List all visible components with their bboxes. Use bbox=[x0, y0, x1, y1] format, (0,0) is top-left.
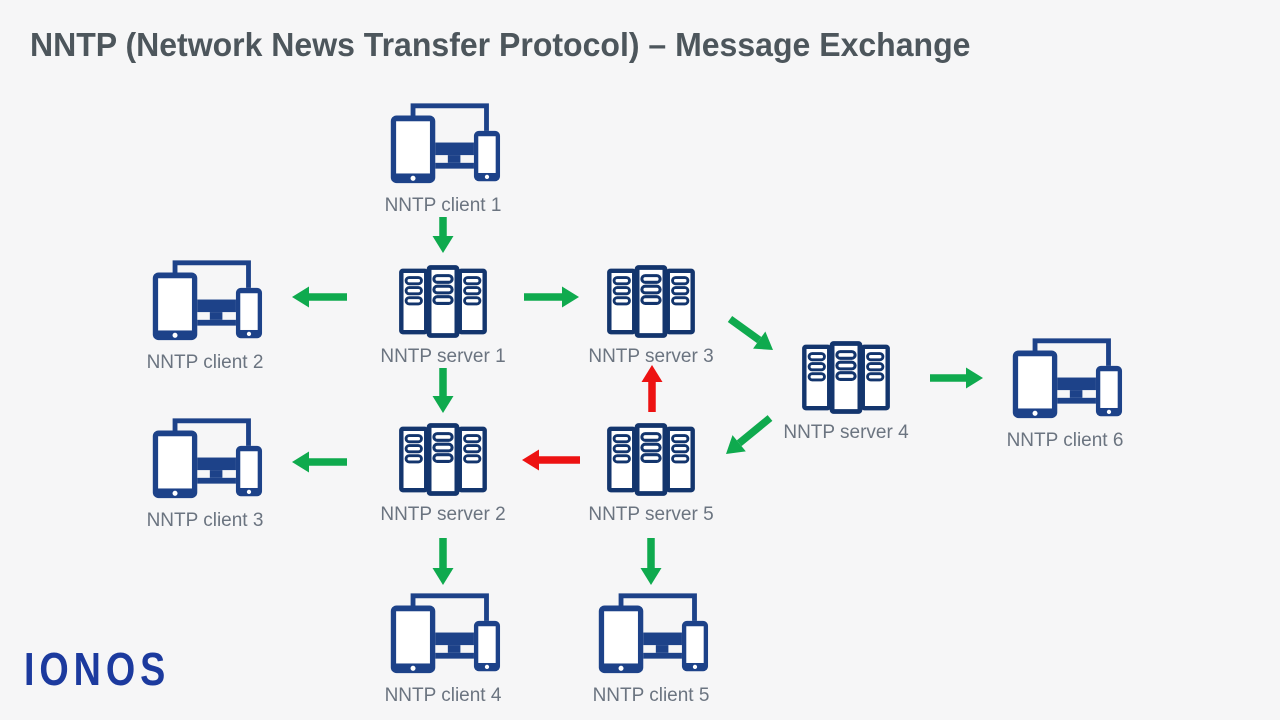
arrow-nntp-server-5-to-nntp-client-5 bbox=[640, 538, 662, 585]
arrow-nntp-server-4-to-nntp-server-5 bbox=[726, 415, 773, 454]
page-title: NNTP (Network News Transfer Protocol) – … bbox=[30, 26, 971, 63]
arrow-nntp-server-2-to-nntp-client-4 bbox=[432, 538, 454, 585]
client-devices-icon bbox=[152, 259, 263, 340]
client-devices-icon bbox=[1012, 337, 1123, 418]
arrow-nntp-server-1-to-nntp-server-3 bbox=[524, 286, 579, 308]
node-label-nntp-server-5: NNTP server 5 bbox=[588, 503, 714, 525]
client-devices-icon bbox=[598, 592, 709, 673]
arrow-nntp-client-1-to-nntp-server-1 bbox=[432, 217, 454, 253]
node-nntp-server-5: NNTP server 5 bbox=[551, 421, 751, 526]
ionos-logo: IONOS bbox=[24, 643, 171, 695]
node-nntp-client-5: NNTP client 5 bbox=[551, 588, 751, 707]
node-nntp-server-4: NNTP server 4 bbox=[746, 339, 946, 444]
node-nntp-client-4: NNTP client 4 bbox=[343, 588, 543, 707]
arrow-nntp-server-5-to-nntp-server-2 bbox=[522, 449, 580, 471]
arrow-nntp-server-1-to-nntp-client-2 bbox=[292, 286, 347, 308]
server-rack-icon bbox=[607, 422, 695, 496]
arrow-nntp-server-3-to-nntp-server-4 bbox=[727, 315, 773, 350]
client-devices-icon bbox=[390, 102, 501, 183]
server-rack-icon bbox=[802, 340, 890, 414]
client-devices-icon bbox=[152, 417, 263, 498]
node-label-nntp-client-5: NNTP client 5 bbox=[592, 684, 710, 706]
node-nntp-server-3: NNTP server 3 bbox=[551, 263, 751, 368]
node-nntp-server-1: NNTP server 1 bbox=[343, 263, 543, 368]
server-rack-icon bbox=[399, 264, 487, 338]
node-label-nntp-server-2: NNTP server 2 bbox=[380, 503, 506, 525]
node-nntp-client-6: NNTP client 6 bbox=[965, 333, 1165, 452]
node-label-nntp-server-3: NNTP server 3 bbox=[588, 345, 714, 367]
arrow-nntp-server-4-to-nntp-client-6 bbox=[930, 367, 983, 389]
arrow-nntp-server-2-to-nntp-client-3 bbox=[292, 451, 347, 473]
node-label-nntp-client-6: NNTP client 6 bbox=[1006, 429, 1124, 451]
node-label-nntp-client-4: NNTP client 4 bbox=[384, 684, 502, 706]
client-devices-icon bbox=[390, 592, 501, 673]
server-rack-icon bbox=[607, 264, 695, 338]
node-label-nntp-client-2: NNTP client 2 bbox=[146, 351, 264, 373]
node-nntp-client-3: NNTP client 3 bbox=[105, 413, 305, 532]
node-nntp-client-1: NNTP client 1 bbox=[343, 98, 543, 217]
arrow-nntp-server-5-to-nntp-server-3 bbox=[641, 365, 663, 412]
node-nntp-server-2: NNTP server 2 bbox=[343, 421, 543, 526]
node-nntp-client-2: NNTP client 2 bbox=[105, 255, 305, 374]
arrow-nntp-server-1-to-nntp-server-2 bbox=[432, 368, 454, 413]
node-label-nntp-server-4: NNTP server 4 bbox=[783, 421, 909, 443]
node-label-nntp-client-1: NNTP client 1 bbox=[384, 194, 502, 216]
node-label-nntp-server-1: NNTP server 1 bbox=[380, 345, 506, 367]
node-label-nntp-client-3: NNTP client 3 bbox=[146, 509, 264, 531]
server-rack-icon bbox=[399, 422, 487, 496]
